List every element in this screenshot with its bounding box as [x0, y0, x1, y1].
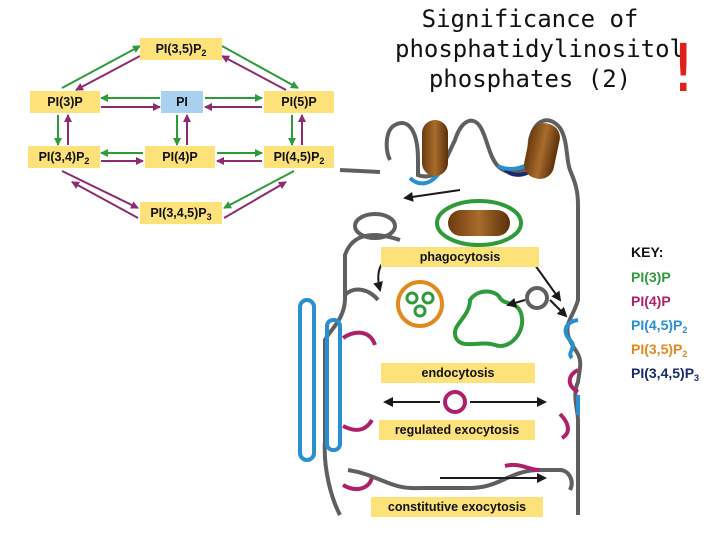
arrow-pi5p-to-pi35p2: [221, 55, 287, 91]
key-heading: KEY:: [631, 244, 664, 260]
box-pi5p: PI(5)P: [264, 91, 334, 113]
title-line-1: Significance of: [421, 5, 639, 33]
key-item-pi4p: PI(4)P: [631, 293, 671, 309]
slide-title: Significance of phosphatidylinositol pho…: [395, 4, 684, 94]
key-item-pi345p3: PI(3,4,5)P3: [631, 365, 700, 383]
box-pi3p: PI(3)P: [30, 91, 100, 113]
label-regulated-exocytosis: regulated exocytosis: [379, 420, 535, 440]
label-constitutive-exocytosis: constitutive exocytosis: [371, 497, 543, 517]
box-pi34p2: PI(3,4)P2: [28, 146, 100, 168]
phagosome: [435, 199, 523, 247]
plasma-membrane: [384, 118, 583, 515]
endocytic-vesicle: [525, 286, 549, 310]
golgi-gray-loop: [343, 287, 380, 302]
membrane-pi4p-patch: [567, 368, 580, 394]
intraluminal-vesicle-1: [405, 291, 419, 305]
arrow-pi45p2-to-pi345p3: [223, 170, 295, 209]
golgi-pi4p-cap-2: [342, 418, 374, 432]
key-item-pi45p2: PI(4,5)P2: [631, 317, 688, 335]
arrow-pi3p-to-pi35p2: [61, 45, 141, 89]
arrow-pi35p2-to-pi3p: [75, 55, 141, 91]
golgi-pi4p-cap-3: [341, 477, 374, 492]
lower-membrane-inner: [347, 468, 574, 491]
endosome: [396, 280, 444, 328]
key-item-pi3p: PI(3)P: [631, 269, 671, 285]
box-pi: PI: [161, 91, 203, 113]
arrow-endocytic: [506, 297, 526, 308]
arrow-to-membrane-pits: [549, 299, 568, 318]
golgi-cisterna-2: [298, 298, 316, 462]
left-membrane-top: [339, 168, 381, 174]
membrane-pit-1: [563, 318, 579, 360]
box-pi35p2: PI(3,5)P2: [140, 38, 222, 60]
arrow-pi34p2-to-pi345p3: [61, 170, 139, 209]
box-pi4p: PI(4)P: [145, 146, 215, 168]
exclamation-mark: !: [670, 30, 697, 107]
lower-pi4p-patch: [504, 462, 541, 472]
golgi-pi4p-cap-1: [341, 330, 377, 346]
arrow-pi35p2-to-pi5p: [221, 45, 299, 89]
phagosome-bacterium: [448, 210, 510, 236]
bacterium-2: [524, 123, 560, 179]
box-pi345p3: PI(3,4,5)P3: [140, 202, 222, 224]
early-endosome: [452, 289, 525, 348]
arrow-pi345p3-to-pi34p2: [71, 181, 139, 219]
label-phagocytosis: phagocytosis: [381, 247, 539, 267]
key-item-pi35p2: PI(3,5)P2: [631, 341, 688, 359]
secretory-granule: [443, 390, 467, 414]
box-pi45p2: PI(4,5)P2: [264, 146, 334, 168]
vesicle-top: [353, 212, 397, 240]
intraluminal-vesicle-2: [421, 291, 435, 305]
membrane-pi4p-patch-2: [558, 412, 570, 440]
intraluminal-vesicle-3: [413, 304, 427, 318]
bacterium-1: [422, 120, 448, 176]
arrow-to-phagosome: [403, 189, 461, 202]
arrow-pi345p3-to-pi45p2: [223, 181, 287, 219]
title-line-3: phosphates (2): [428, 65, 632, 93]
label-endocytosis: endocytosis: [381, 363, 535, 383]
title-line-2: phosphatidylinositol: [395, 35, 684, 63]
golgi-cisterna-1: [325, 318, 342, 452]
